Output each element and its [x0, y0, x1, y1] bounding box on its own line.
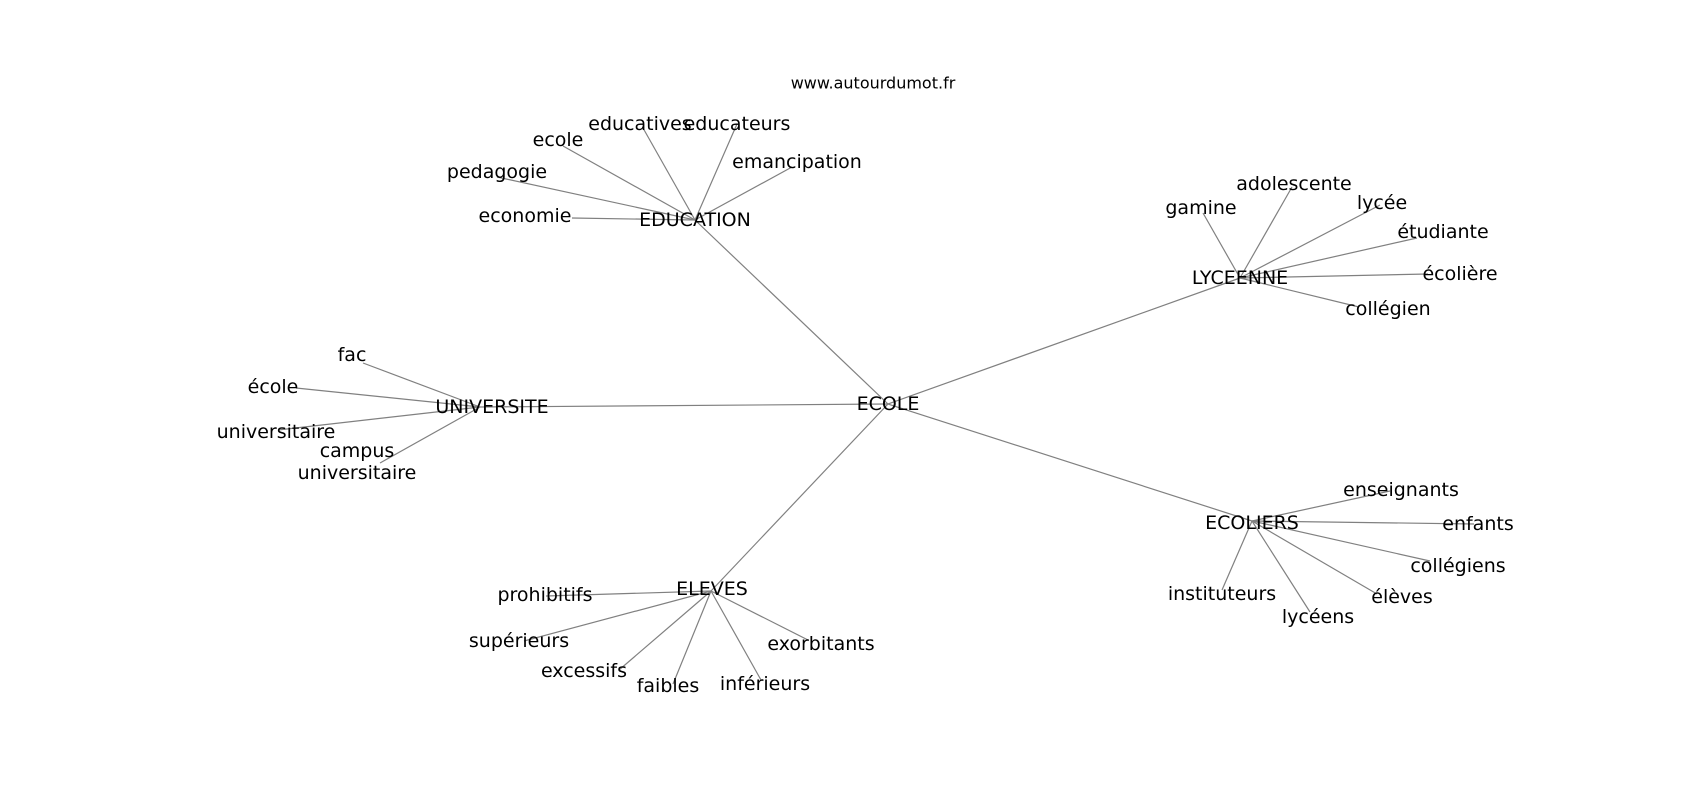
hub-node-universite: UNIVERSITE	[435, 396, 548, 418]
edge-lyceenne-collegien	[1239, 277, 1360, 308]
edge-eleves-inferieurs	[710, 590, 762, 681]
edge-universite-campus-universitaire	[379, 406, 481, 464]
edge-education-economie	[571, 217, 696, 221]
edge-lyceenne-adolescente	[1239, 186, 1293, 279]
word-node-emancipation: emancipation	[732, 151, 862, 173]
word-node-universitaire: universitaire	[217, 421, 336, 443]
word-node-prohibitifs: prohibitifs	[497, 584, 592, 606]
edge-ecole-universite	[479, 403, 889, 408]
edge-ecoliers-enfants	[1251, 520, 1475, 525]
edges-layer	[277, 123, 1475, 685]
word-node-pedagogie: pedagogie	[447, 161, 547, 183]
word-node-instituteurs: instituteurs	[1168, 583, 1276, 605]
source-label: www.autourdumot.fr	[791, 74, 956, 93]
word-node-ecole: école	[248, 376, 299, 398]
word-node-adolescente: adolescente	[1236, 173, 1352, 195]
edge-ecoliers-collegiens	[1251, 520, 1431, 562]
hub-node-eleves: ELEVES	[676, 578, 748, 600]
word-node-excessifs: excessifs	[541, 660, 627, 682]
word-node-enfants: enfants	[1442, 513, 1513, 535]
edge-education-ecole	[562, 145, 696, 221]
edge-universite-fac	[362, 362, 481, 408]
edge-lyceenne-ecoliere	[1239, 273, 1429, 279]
word-node-ecole: ecole	[533, 129, 584, 151]
hub-node-lyceenne: LYCEENNE	[1192, 267, 1288, 289]
word-node-exorbitants: exorbitants	[767, 633, 874, 655]
word-node-collegien: collégien	[1345, 298, 1430, 320]
word-node-educateurs: educateurs	[684, 113, 791, 135]
edge-ecoliers-instituteurs	[1221, 520, 1253, 591]
edge-universite-ecole	[295, 387, 481, 408]
edge-education-educatives	[642, 127, 696, 221]
center-node-label: ECOLE	[857, 393, 920, 415]
word-node-lyceens: lycéens	[1282, 606, 1354, 628]
word-node-lycee: lycée	[1357, 192, 1407, 214]
edge-lyceenne-gamine	[1202, 212, 1241, 279]
edge-education-pedagogie	[496, 176, 696, 221]
hub-node-ecoliers: ECOLIERS	[1205, 512, 1299, 534]
word-node-economie: economie	[479, 205, 572, 227]
edge-ecole-education	[694, 219, 889, 405]
word-node-superieurs: supérieurs	[469, 630, 569, 652]
word-node-etudiante: étudiante	[1397, 221, 1488, 243]
edge-eleves-prohibitifs	[545, 590, 712, 597]
edge-eleves-superieurs	[523, 590, 712, 642]
hub-node-education: EDUCATION	[639, 209, 751, 231]
word-node-enseignants: enseignants	[1343, 479, 1459, 501]
edge-eleves-faibles	[672, 590, 712, 685]
edge-ecole-eleves	[710, 403, 889, 592]
word-node-fac: fac	[338, 344, 367, 366]
word-node-ecoliere: écolière	[1422, 263, 1497, 285]
edge-eleves-excessifs	[618, 590, 712, 671]
word-node-gamine: gamine	[1165, 197, 1236, 219]
word-node-eleves: élèves	[1371, 586, 1433, 608]
word-node-faibles: faibles	[637, 675, 700, 697]
edge-universite-universitaire	[277, 406, 481, 431]
word-node-collegiens: collégiens	[1410, 555, 1505, 577]
edge-ecoliers-enseignants	[1251, 490, 1391, 522]
edge-ecoliers-eleves	[1251, 520, 1378, 595]
edge-education-emancipation	[694, 166, 793, 221]
edge-lyceenne-etudiante	[1239, 237, 1418, 279]
edge-ecole-ecoliers	[887, 403, 1253, 522]
word-node-educatives: educatives	[588, 113, 691, 135]
edge-ecole-lyceenne	[887, 277, 1241, 405]
edge-ecoliers-lyceens	[1251, 520, 1311, 613]
edge-education-educateurs	[694, 123, 738, 221]
word-node-inferieurs: inférieurs	[720, 673, 810, 695]
edge-eleves-exorbitants	[710, 590, 809, 641]
edge-lyceenne-lycee	[1239, 204, 1381, 279]
